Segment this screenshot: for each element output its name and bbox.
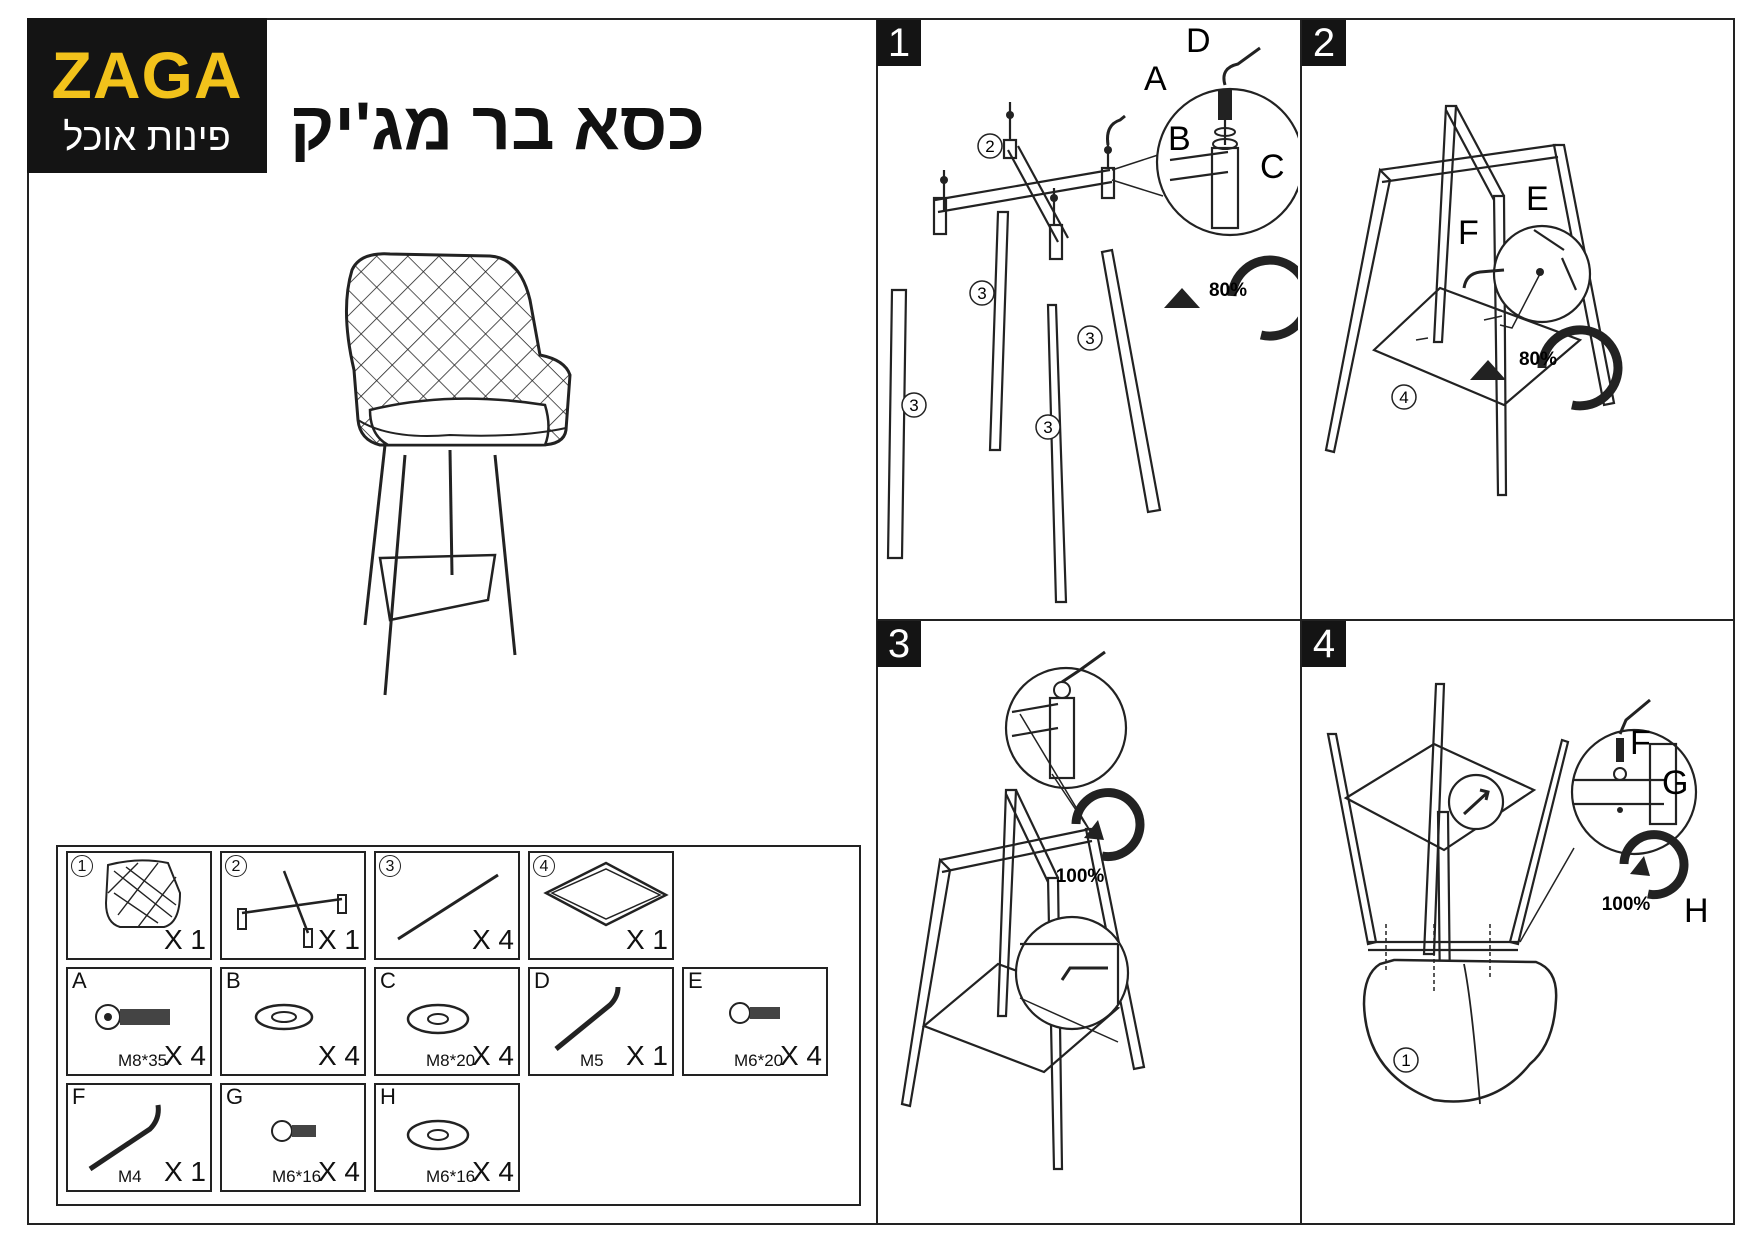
part-qty: X 1 [317, 924, 360, 955]
part-spec: M6*16 [426, 1167, 476, 1186]
part-qty: X 4 [471, 1040, 514, 1071]
page-title: כסא בר מג'יק [289, 88, 705, 164]
step-2-ref-footrest: 4 [1399, 388, 1408, 407]
part-spec: M8*35 [118, 1051, 168, 1070]
part-qty: X 4 [471, 1156, 514, 1187]
part-cell-3: 3 X 4 [374, 851, 520, 960]
step-1-tag: 1 [877, 20, 921, 66]
step-4-tag: 4 [1302, 621, 1346, 667]
part-cell-1: 1 X 1 [66, 851, 212, 960]
step-4-diagram: 100% 1 F G H [1326, 682, 1709, 1105]
parts-list [56, 845, 861, 1206]
step-2-rotation: 80% [1519, 349, 1557, 370]
brand-logo: ZAGA פינות אוכל [27, 18, 267, 173]
page-frame [27, 18, 1735, 1225]
part-4-icon [543, 861, 669, 927]
part-qty: X 4 [163, 1040, 206, 1071]
part-h-icon [406, 1119, 470, 1151]
part-qty: X 4 [779, 1040, 822, 1071]
callout-c: C [1260, 148, 1285, 186]
part-f-icon [88, 1104, 161, 1172]
callout-f-step2: F [1458, 214, 1479, 252]
callout-f-step4: F [1630, 724, 1651, 762]
part-cell-d: D X 1 M5 [528, 967, 674, 1076]
callout-e: E [1526, 180, 1549, 218]
part-id: E [688, 968, 703, 993]
part-spec: M8*20 [426, 1051, 476, 1070]
part-id: 1 [71, 855, 93, 877]
part-g-icon [271, 1120, 316, 1142]
step-1-ref-base: 2 [985, 137, 994, 156]
step-1-ref-leg-3: 3 [909, 396, 918, 415]
part-cell-2: 2 X 1 [220, 851, 366, 960]
part-id: 3 [379, 855, 401, 877]
step-3-rotation: 100% [1056, 866, 1105, 887]
part-id: 2 [225, 855, 247, 877]
part-2-icon [237, 870, 347, 948]
divider-steps-row [876, 619, 1735, 621]
step-1-ref-leg-1: 3 [977, 284, 986, 303]
part-cell-4: 4 X 1 [528, 851, 674, 960]
part-b-icon [254, 1003, 314, 1031]
part-qty: X 4 [471, 924, 514, 955]
step-1-ref-leg-4: 3 [1043, 418, 1052, 437]
part-qty: X 4 [317, 1156, 360, 1187]
part-qty: X 4 [317, 1040, 360, 1071]
step-1-rotation: 80% [1209, 280, 1247, 301]
step-2-tag: 2 [1302, 20, 1346, 66]
step-4-rotation: 100% [1602, 894, 1651, 915]
callout-a: A [1144, 60, 1167, 98]
step-1-diagram: 80% 2 3 3 3 3 D A B C [886, 22, 1298, 604]
part-id: G [226, 1084, 244, 1109]
part-spec: M6*16 [272, 1167, 322, 1186]
part-id: 4 [533, 855, 555, 877]
callout-d: D [1186, 22, 1211, 60]
part-id: B [226, 968, 241, 993]
callout-h: H [1684, 892, 1709, 930]
part-spec: M4 [118, 1167, 142, 1186]
part-d-icon [554, 986, 621, 1051]
part-3-icon [397, 873, 499, 941]
divider-steps [1300, 18, 1302, 1225]
brand-name: ZAGA [51, 38, 243, 112]
bar-chair-illustration [344, 252, 572, 696]
callout-g: G [1662, 764, 1688, 802]
part-cell-b: B X 4 [220, 967, 366, 1076]
part-1-icon [104, 859, 182, 928]
step-1-ref-leg-2: 3 [1085, 329, 1094, 348]
part-id: C [380, 968, 396, 993]
brand-tagline: פינות אוכל [63, 117, 231, 159]
callout-b: B [1168, 120, 1191, 158]
part-id: D [534, 968, 550, 993]
part-qty: X 1 [625, 924, 668, 955]
part-qty: X 1 [163, 1156, 206, 1187]
part-spec: M6*20 [734, 1051, 784, 1070]
part-qty: X 1 [163, 924, 206, 955]
step-2-diagram: 80% 4 E F [1324, 104, 1623, 497]
part-qty: X 1 [625, 1040, 668, 1071]
part-cell-f: F X 1 M4 [66, 1083, 212, 1192]
part-c-icon [406, 1003, 470, 1035]
part-id: F [72, 1084, 86, 1109]
part-id: A [72, 968, 87, 993]
part-spec: M5 [580, 1051, 604, 1070]
part-id: H [380, 1084, 396, 1109]
step-4-ref-seat: 1 [1401, 1051, 1410, 1070]
step-3-tag: 3 [877, 621, 921, 667]
part-a-icon [95, 1004, 170, 1030]
part-e-icon [729, 1002, 780, 1024]
step-3-diagram: 100% [900, 650, 1146, 1171]
